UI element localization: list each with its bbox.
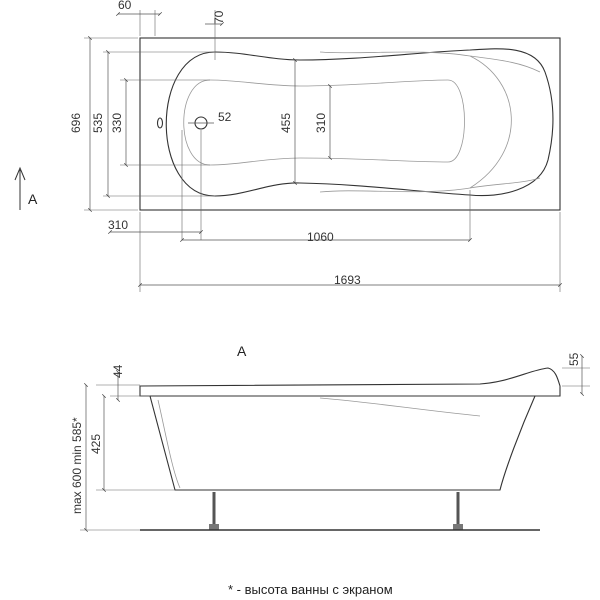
dim-70: 70 <box>212 10 226 24</box>
headrest-inner <box>469 55 512 189</box>
headrest-wave-bottom <box>319 177 541 193</box>
dim-330: 330 <box>110 113 124 133</box>
footnote: * - высота ванны с экраном <box>228 582 393 597</box>
overflow-hole-icon <box>156 117 164 129</box>
top-view: 60 70 696 535 330 52 455 310 310 <box>14 0 562 292</box>
dim-1693: 1693 <box>334 273 361 287</box>
tub-rim <box>139 367 561 397</box>
view-marker: A <box>28 191 38 207</box>
headrest-wave-top <box>319 51 541 73</box>
dim-52: 52 <box>218 110 232 124</box>
dim-535: 535 <box>91 113 105 133</box>
dim-310-vertical: 310 <box>314 113 328 133</box>
dim-455: 455 <box>279 113 293 133</box>
dim-696: 696 <box>69 113 83 133</box>
dim-55: 55 <box>567 352 581 366</box>
dim-310-horizontal: 310 <box>108 218 128 232</box>
leg-right <box>453 492 463 530</box>
dim-60: 60 <box>118 0 132 12</box>
tub-outline <box>139 37 561 211</box>
dim-425: 425 <box>89 434 103 454</box>
side-view: A 44 425 max 600 min 585* <box>70 343 590 532</box>
leg-left <box>209 492 219 530</box>
dim-44: 44 <box>111 364 125 378</box>
dim-max-min: max 600 min 585* <box>70 417 84 514</box>
side-view-title: A <box>237 343 247 359</box>
tub-body <box>149 395 536 491</box>
dim-1060: 1060 <box>307 230 334 244</box>
